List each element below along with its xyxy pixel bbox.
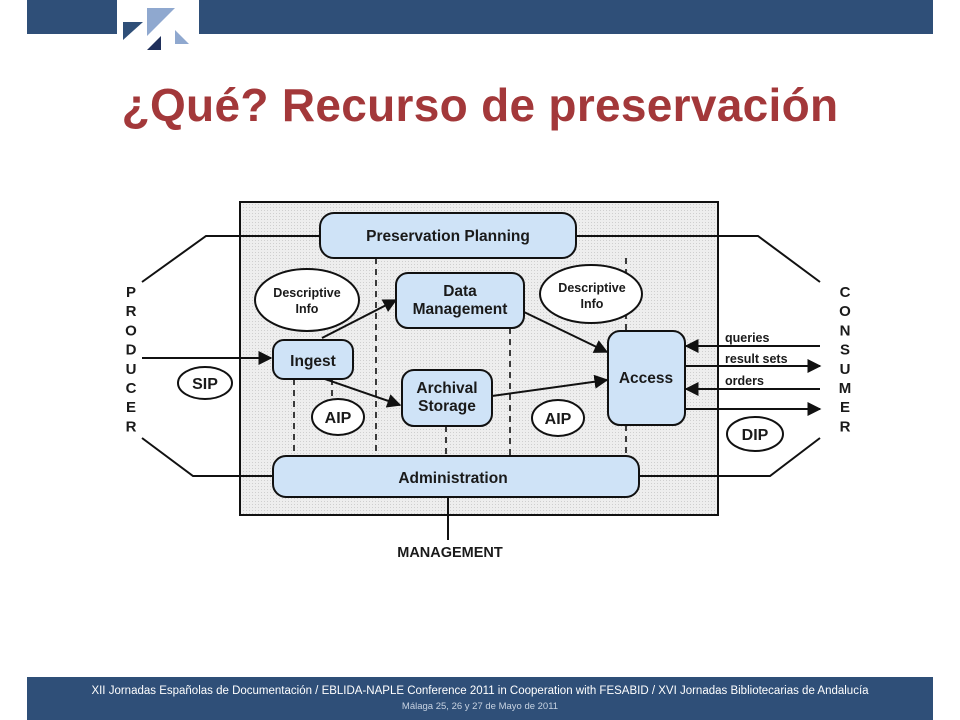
footer-bar: XII Jornadas Españolas de Documentación … [27, 677, 933, 720]
consumer-letter: S [840, 342, 850, 359]
queries-label: queries [725, 331, 770, 345]
footer-date: Málaga 25, 26 y 27 de Mayo de 2011 [401, 701, 559, 712]
access-box: Access [607, 330, 686, 426]
data-management-label-line1: Data [443, 283, 477, 300]
descriptive-info-left-line1: Descriptive [273, 286, 340, 300]
consumer-letter: E [840, 399, 850, 416]
archival-storage-box: Archival Storage [401, 369, 493, 427]
ingest-to-data-management-arrow [321, 299, 398, 339]
management-label: MANAGEMENT [397, 545, 503, 561]
administration-label: Administration [398, 470, 507, 487]
consumer-letter: C [840, 284, 851, 301]
sip-label: SIP [192, 376, 218, 393]
descriptive-info-right-line2: Info [581, 297, 604, 311]
descriptive-info-right-ellipse: Descriptive Info [539, 264, 643, 324]
ingest-to-archival-storage-arrow [321, 377, 402, 408]
aip-left-ellipse: AIP [311, 398, 365, 436]
aip-left-label: AIP [325, 410, 352, 427]
dip-ellipse: DIP [726, 416, 784, 452]
producer-letter: P [126, 284, 136, 301]
slide-title: ¿Qué? Recurso de preservación [121, 79, 839, 131]
producer-letter: O [125, 322, 137, 339]
producer-letter: E [126, 399, 136, 416]
consumer-letter: R [840, 418, 851, 435]
data-management-to-access-arrow [523, 311, 609, 353]
consumer-letter: N [840, 322, 851, 339]
producer-letter: C [126, 380, 137, 397]
data-management-label-line2: Management [413, 301, 508, 318]
descriptive-info-left-ellipse: Descriptive Info [254, 268, 360, 332]
aip-right-ellipse: AIP [531, 399, 585, 437]
preservation-planning-label: Preservation Planning [366, 228, 530, 245]
logo-icon [123, 8, 189, 50]
consumer-letter: M [839, 380, 852, 397]
aip-right-label: AIP [545, 411, 572, 428]
producer-frame-lines [141, 235, 320, 477]
sip-ellipse: SIP [177, 366, 233, 400]
producer-letter: U [126, 361, 137, 378]
data-management-box: Data Management [395, 272, 525, 329]
ingest-box: Ingest [272, 339, 354, 380]
producer-letter: R [126, 303, 137, 320]
archival-storage-label-line1: Archival [416, 380, 477, 397]
ingest-label: Ingest [290, 353, 336, 370]
consumer-letter: U [840, 361, 851, 378]
footer-conference-title: XII Jornadas Españolas de Documentación … [91, 685, 869, 697]
producer-letter: R [126, 418, 137, 435]
descriptive-info-left-line2: Info [296, 302, 319, 316]
archival-storage-to-access-arrow [491, 374, 609, 397]
orders-label: orders [725, 374, 764, 388]
administration-box: Administration [272, 455, 640, 498]
archival-storage-label-line2: Storage [418, 398, 476, 415]
result-sets-label: result sets [725, 352, 788, 366]
producer-letter: D [126, 342, 137, 359]
dip-label: DIP [742, 427, 769, 444]
access-label: Access [619, 370, 673, 387]
preservation-planning-box: Preservation Planning [319, 212, 577, 259]
conference-logo [117, 0, 199, 56]
consumer-letter: O [839, 303, 851, 320]
consumer-frame-lines [576, 235, 821, 477]
descriptive-info-right-line1: Descriptive [558, 281, 625, 295]
